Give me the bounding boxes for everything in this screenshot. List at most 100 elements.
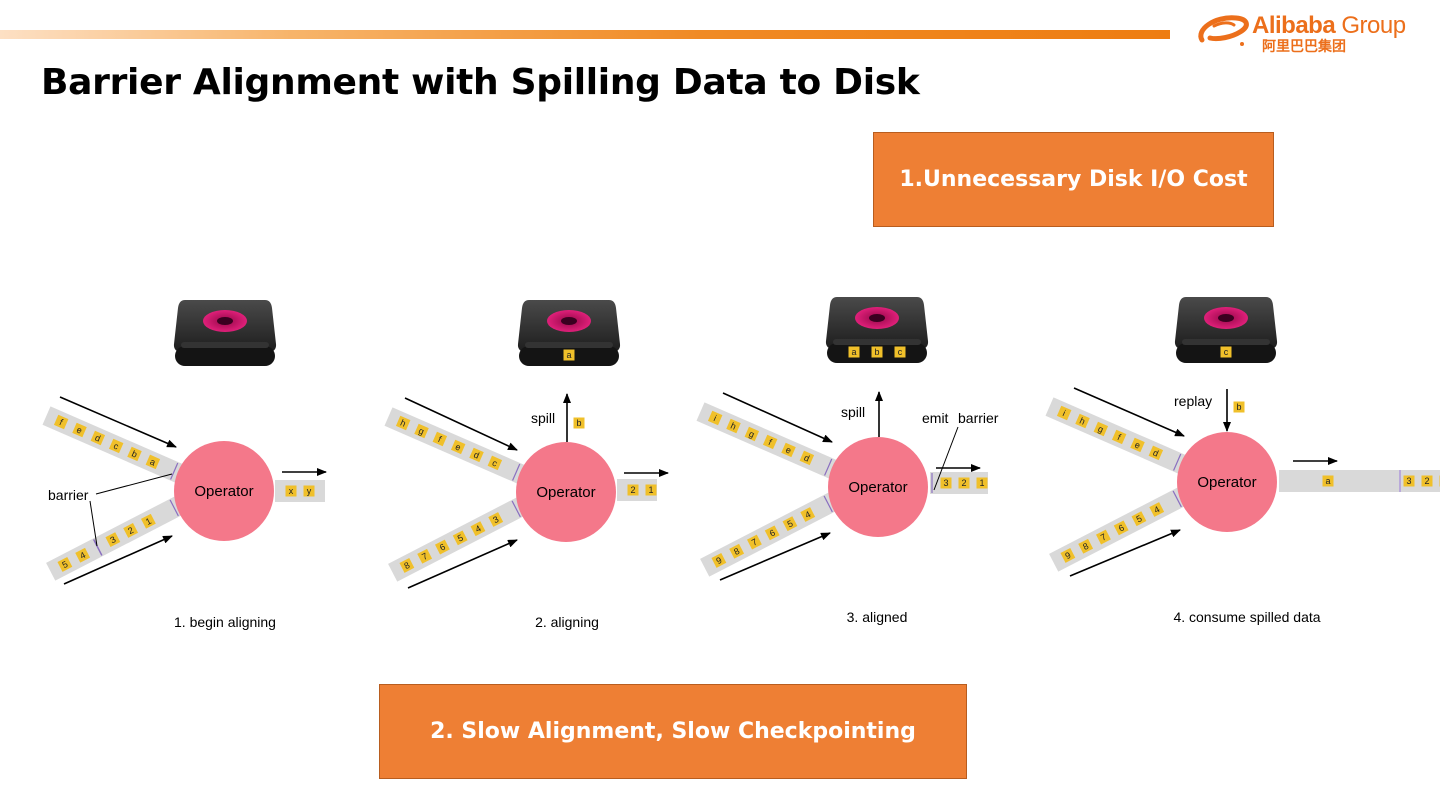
stage-1-upper-token-0-label: f bbox=[58, 417, 65, 427]
disk-slot bbox=[1182, 339, 1270, 345]
stage-1-upper-token-4-label: b bbox=[130, 449, 139, 460]
disk-token-2-0-box bbox=[848, 346, 860, 358]
stage-2-input-arrow-top bbox=[404, 397, 518, 451]
stage-1-upper-token-0: f bbox=[53, 414, 69, 430]
stage-4-lower-token-1: 8 bbox=[1078, 538, 1094, 554]
stage-2-lower-token-3: 5 bbox=[452, 530, 468, 546]
stage-2-output-token-0-box bbox=[627, 484, 639, 496]
stage-4-operator-label: Operator bbox=[1197, 474, 1256, 491]
stage-4-upper-end-barrier-mark bbox=[1173, 453, 1182, 471]
stage-4-upper-token-1-label: h bbox=[1078, 416, 1087, 427]
stage-4-upper-token-5-label: d bbox=[1151, 448, 1160, 459]
stage-4-replay-token: b bbox=[1233, 401, 1245, 413]
stage-1-operator bbox=[174, 441, 274, 541]
stage-3-upper-token-2-label: g bbox=[747, 429, 756, 440]
stage-4-lower-token-3: 6 bbox=[1113, 520, 1129, 536]
disk-token-2-2-label: c bbox=[898, 347, 903, 357]
stage-3-upper-token-1: h bbox=[726, 418, 741, 434]
stage-1-lower-token-4-box bbox=[140, 513, 156, 529]
stage-1-upper-token-3-box bbox=[108, 438, 124, 454]
stage-4-output-channel bbox=[1279, 470, 1399, 492]
stage-1-barrier-leader-top bbox=[95, 473, 173, 495]
stage-3-upper-token-4: e bbox=[781, 442, 796, 458]
stage-2-lower-token-3-box bbox=[452, 530, 468, 546]
stage-2-lower-token-0: 8 bbox=[399, 557, 415, 573]
page-title: Barrier Alignment with Spilling Data to … bbox=[41, 62, 920, 103]
stage-1-upper-token-3: c bbox=[108, 438, 124, 454]
stage-2-output-token-1-label: 1 bbox=[648, 485, 653, 495]
stage-4-replay-token-label: b bbox=[1236, 402, 1241, 412]
disk-slot bbox=[525, 342, 613, 348]
stage-4-output-token-2-box bbox=[1421, 475, 1433, 487]
stage-3-output-token-2: 1 bbox=[976, 477, 988, 489]
stage-3-upper-token-4-label: e bbox=[784, 445, 793, 456]
stage-3-lower-token-1-label: 8 bbox=[732, 546, 741, 557]
stage-2-lower-end-barrier-mark bbox=[511, 500, 521, 518]
disk-eye-center bbox=[561, 317, 577, 325]
stage-4: cihgfed987654a321Operator4. consume spil… bbox=[1045, 297, 1440, 625]
stage-4-upper-token-2-box bbox=[1093, 421, 1109, 437]
stage-1-lower-token-2: 3 bbox=[105, 532, 121, 548]
disk-token-1-0-label: a bbox=[566, 350, 571, 360]
disk-eye-center bbox=[1218, 314, 1234, 322]
stage-4-upper-token-4-box bbox=[1130, 437, 1145, 453]
stage-4-upper-token-0-box bbox=[1056, 405, 1072, 421]
stage-2-upper-token-0: h bbox=[395, 415, 411, 431]
stage-1-upper-end-barrier-mark bbox=[170, 462, 179, 480]
stage-2-lower-token-2-label: 6 bbox=[438, 542, 447, 553]
stage-4-lower-token-1-label: 8 bbox=[1081, 541, 1090, 552]
stage-1-upper-token-1-label: e bbox=[75, 425, 84, 436]
stage-1-upper-token-5-label: a bbox=[148, 457, 157, 468]
stage-3-lower-token-3-label: 6 bbox=[768, 527, 777, 538]
stage-4-lower-token-5: 4 bbox=[1149, 502, 1165, 517]
disk-token-2-2: c bbox=[894, 346, 906, 358]
stage-3-lower-token-3-box bbox=[764, 525, 780, 541]
stage-4-upper-token-2: g bbox=[1093, 421, 1109, 437]
disk-icon: c bbox=[1174, 297, 1278, 363]
callout-slow-alignment: 2. Slow Alignment, Slow Checkpointing bbox=[379, 684, 967, 779]
disk-token-2-1: b bbox=[871, 346, 883, 358]
stage-4-input-arrow-top bbox=[1073, 387, 1185, 437]
stage-1-lower-token-0: 5 bbox=[57, 556, 73, 572]
stage-4-upper-token-3-label: f bbox=[1116, 432, 1123, 442]
stage-3-lower-token-2: 7 bbox=[747, 534, 762, 550]
stage-2-upper-token-1-label: g bbox=[417, 426, 426, 437]
disk-token-1-0-box bbox=[563, 349, 575, 361]
stage-2-output-token-0-label: 2 bbox=[630, 485, 635, 495]
disk-slot bbox=[181, 342, 269, 348]
disk-eye-center bbox=[217, 317, 233, 325]
stage-1-lower-end-barrier-mark bbox=[169, 499, 179, 517]
stage-4-output-token-0-label: a bbox=[1325, 476, 1330, 486]
stage-2-output-token-1: 1 bbox=[645, 484, 657, 496]
stage-2-lower-token-5-label: 3 bbox=[491, 514, 500, 525]
stage-4-lower-token-4-box bbox=[1131, 511, 1147, 527]
stage-3-output-token-1: 2 bbox=[958, 477, 970, 489]
stage-1-lower-token-0-box bbox=[57, 556, 73, 572]
stage-3-spill-label: spill bbox=[841, 404, 865, 420]
stage-3-output-token-1-box bbox=[958, 477, 970, 489]
stage-2-upper-token-3: e bbox=[450, 439, 466, 455]
stage-4-lower-token-5-box bbox=[1149, 502, 1165, 517]
stage-2-spill-label: spill bbox=[531, 410, 555, 426]
stage-4-output-token-0-box bbox=[1322, 475, 1334, 487]
stage-4-lower-token-0-box bbox=[1060, 547, 1076, 563]
stage-2-lower-token-2: 6 bbox=[435, 539, 450, 555]
stage-4-lower-token-5-label: 4 bbox=[1152, 504, 1161, 515]
stage-4-upper-token-0: i bbox=[1056, 405, 1072, 421]
stage-3-output-token-1-label: 2 bbox=[961, 478, 966, 488]
callout-disk-io-cost: 1.Unnecessary Disk I/O Cost bbox=[873, 132, 1274, 227]
stage-4-lower-token-3-label: 6 bbox=[1117, 522, 1126, 533]
disk-token-3-0-label: c bbox=[1224, 347, 1229, 357]
stage-4-lower-token-3-box bbox=[1113, 520, 1129, 536]
stage-1-lower-token-1-label: 4 bbox=[78, 550, 87, 561]
stage-3-upper-token-5-box bbox=[799, 450, 815, 466]
stage-1-caption: 1. begin aligning bbox=[174, 614, 276, 630]
stage-4-upper-token-5-box bbox=[1148, 445, 1164, 461]
stage-3-lower-token-4: 5 bbox=[782, 516, 798, 532]
stage-3-lower-token-5: 4 bbox=[800, 507, 816, 522]
